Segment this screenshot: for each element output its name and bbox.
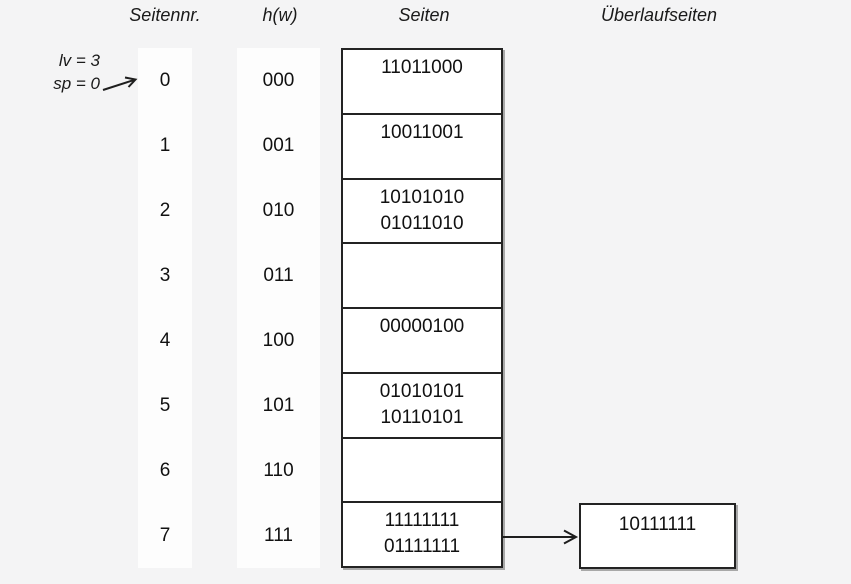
page-number-label: 0: [159, 69, 171, 91]
hash-value-label: 011: [263, 264, 294, 286]
overflow-record-value: 10111111: [618, 514, 697, 535]
record-value: 01111111: [383, 536, 461, 558]
overflow-link-arrow: [502, 529, 579, 545]
pages-box: 11011000 10011001 10101010 01011010 00000100…: [341, 48, 503, 568]
state-annotation: lv = 3 sp = 0: [34, 49, 100, 95]
header-seitennr: Seitennr.: [129, 5, 201, 25]
hash-value-label: 100: [262, 329, 295, 351]
hash-value-label: 001: [262, 134, 295, 156]
record-value: 10101010: [379, 186, 465, 208]
bucket-cell: 10011001: [343, 112, 501, 178]
hash-value-label: 111: [264, 524, 293, 546]
bucket-cell: 11011000: [343, 50, 501, 113]
page-number-label: 2: [159, 199, 171, 221]
page-number-label: 5: [159, 394, 171, 416]
record-value: 10011001: [380, 121, 464, 143]
hash-value-label: 110: [263, 459, 294, 481]
record-value: 01011010: [380, 212, 464, 234]
bucket-cell: 00000100: [343, 307, 501, 372]
page-number-label: 1: [159, 134, 171, 156]
page-number-label: 7: [159, 524, 171, 546]
page-number-label: 4: [159, 329, 171, 351]
lv-value: lv = 3: [58, 51, 100, 70]
bucket-cell: [343, 436, 501, 502]
page-number-label: 6: [159, 459, 171, 481]
page-number-label: 3: [159, 264, 171, 286]
record-value: 10110101: [380, 406, 464, 428]
sp-value: sp = 0: [53, 74, 100, 93]
header-hw: h(w): [262, 5, 298, 25]
bucket-cell: 11111111 01111111: [343, 501, 501, 566]
page-number-column: 0 1 2 3 4 5 6 7: [138, 48, 192, 568]
record-value: 01010101: [379, 380, 465, 402]
hash-value-label: 010: [262, 199, 295, 221]
header-ueberlaufseiten: Überlaufseiten: [600, 5, 718, 25]
bucket-cell: 01010101 10110101: [343, 371, 501, 437]
record-value: 11111111: [384, 510, 460, 532]
record-value: 11011000: [381, 57, 463, 78]
header-seiten: Seiten: [398, 5, 450, 25]
sp-pointer-arrow: [102, 76, 138, 91]
bucket-cell: 10101010 01011010: [343, 177, 501, 243]
hash-value-label: 000: [262, 69, 295, 91]
hash-column: 000 001 010 011 100 101 110 111: [237, 48, 320, 568]
record-value: 00000100: [379, 316, 465, 337]
bucket-cell: [343, 242, 501, 307]
hash-value-label: 101: [262, 394, 295, 416]
overflow-page-box: 10111111: [579, 503, 736, 569]
